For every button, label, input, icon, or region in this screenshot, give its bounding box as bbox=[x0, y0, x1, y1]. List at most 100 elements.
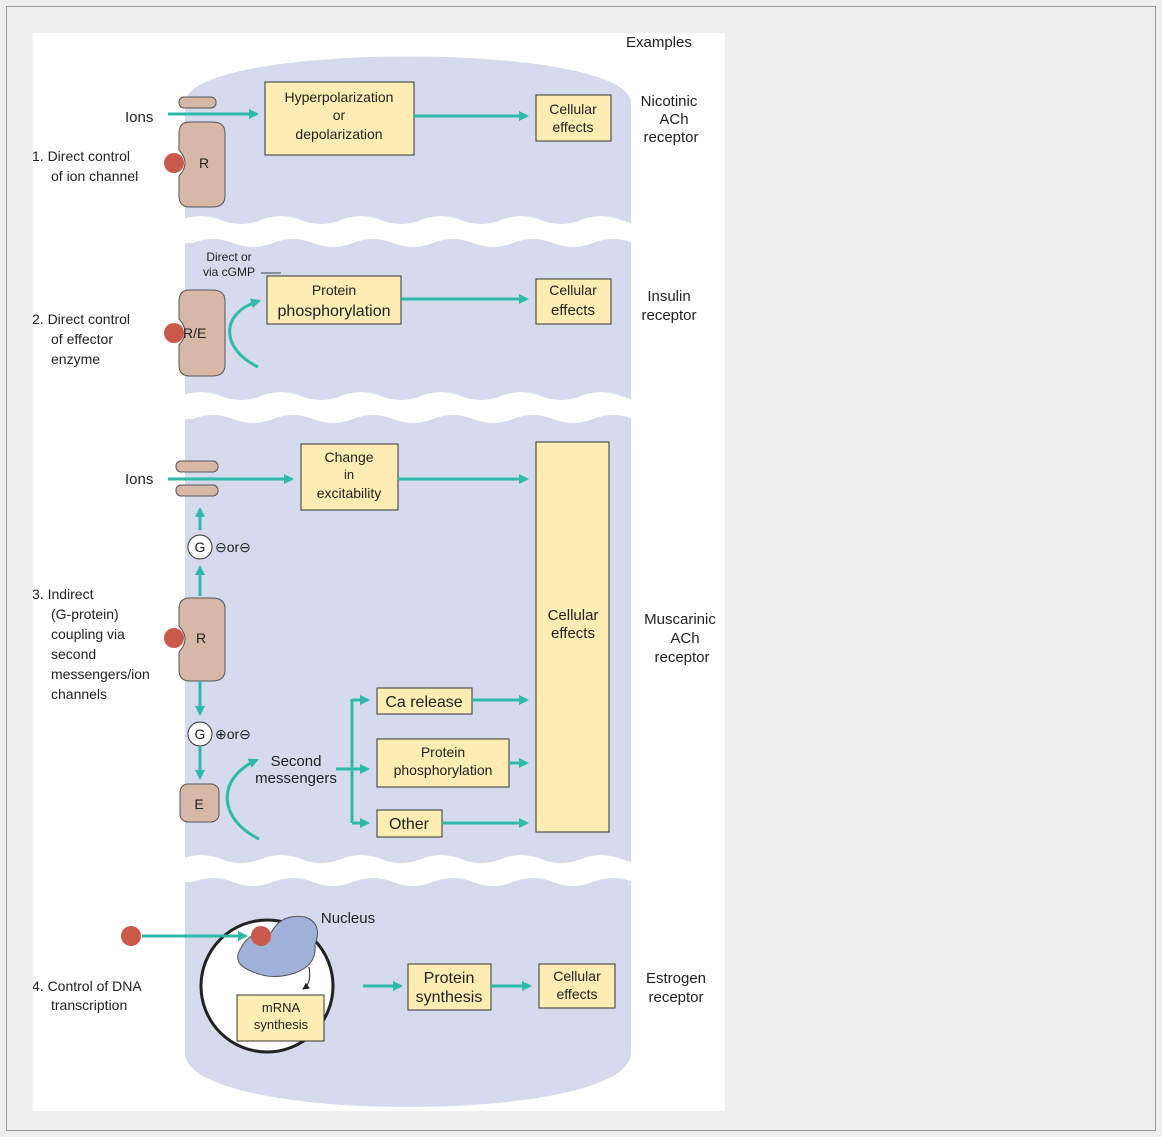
box-cellular-effects-2-line-1: Cellular bbox=[549, 282, 597, 298]
arrow-curve-3 bbox=[225, 758, 260, 841]
nucleus-label: Nucleus bbox=[321, 910, 375, 927]
box-change-excitability bbox=[300, 443, 399, 511]
box-hyperpolarization-line-2: or bbox=[333, 107, 346, 123]
box-cellular-effects-4 bbox=[538, 963, 616, 1009]
g-bottom-signs: ⊕or⊖ bbox=[215, 726, 251, 742]
box-hyperpolarization-line-3: depolarization bbox=[295, 126, 382, 142]
g-top-signs: ⊖or⊖ bbox=[215, 539, 251, 555]
box-cellular-effects-4-line-2: effects bbox=[557, 986, 598, 1002]
section-3-ions-label: Ions bbox=[125, 471, 153, 488]
section-2: 2. Direct control of effector enzyme Dir… bbox=[33, 250, 697, 377]
box-other bbox=[376, 809, 443, 838]
box-protein-3-line-1: Protein bbox=[421, 744, 465, 760]
box-cellular-effects-3-line-2: effects bbox=[551, 625, 595, 642]
box-cellular-effects-1-line-1: Cellular bbox=[549, 101, 597, 117]
box-protein-phosphorylation-2-line-2: phosphorylation bbox=[278, 303, 391, 320]
direct-note-line-1: Direct or bbox=[206, 250, 251, 264]
example-1-line-3: receptor bbox=[643, 129, 698, 146]
separator-1 bbox=[181, 216, 661, 247]
section-4: 4. Control of DNA transcription Nucleus … bbox=[33, 910, 706, 1054]
section-1-label-line-2: of ion channel bbox=[51, 168, 138, 184]
section-4-label-line-1: 4. Control of DNA bbox=[33, 978, 142, 994]
box-protein-phosphorylation-3 bbox=[376, 738, 510, 788]
section-3: 3. Indirect (G-protein) coupling via sec… bbox=[33, 441, 716, 841]
diagram-canvas: Examples 1. Direct control of ion channe… bbox=[33, 34, 716, 1107]
ligand-4-outside bbox=[121, 926, 141, 946]
box-protein-synthesis-line-2: synthesis bbox=[416, 989, 483, 1006]
arrow-to-mrna bbox=[302, 966, 311, 990]
ion-channel-3-bottom bbox=[175, 484, 219, 497]
nuclear-receptor bbox=[237, 915, 318, 977]
box-cellular-effects-4-line-1: Cellular bbox=[553, 968, 601, 984]
box-protein-3-line-2: phosphorylation bbox=[394, 762, 493, 778]
example-2-line-1: Insulin bbox=[647, 288, 690, 305]
box-protein-phosphorylation-2-line-1: Protein bbox=[312, 282, 356, 298]
section-1-label-line-1: 1. Direct control bbox=[33, 148, 130, 164]
box-protein-phosphorylation-2 bbox=[266, 275, 402, 325]
example-3-line-3: receptor bbox=[654, 649, 709, 666]
box-protein-synthesis bbox=[407, 963, 492, 1011]
example-1-line-2: ACh bbox=[659, 111, 688, 128]
signaling-diagram: Examples 1. Direct control of ion channe… bbox=[33, 33, 725, 1111]
ion-channel-top bbox=[178, 96, 217, 109]
ligand-2 bbox=[164, 323, 184, 343]
g-protein-bottom-label: G bbox=[195, 726, 206, 742]
box-other-label: Other bbox=[389, 816, 430, 833]
receptor-re bbox=[178, 289, 226, 377]
section-3-label-line-6: channels bbox=[51, 686, 107, 702]
box-change-line-3: excitability bbox=[317, 485, 382, 501]
section-3-label-line-5: messengers/ion bbox=[51, 666, 150, 682]
receptor-r-1 bbox=[178, 121, 226, 208]
section-3-label-line-1: 3. Indirect bbox=[33, 586, 94, 602]
receptor-r-3-label: R bbox=[196, 630, 206, 646]
section-2-label-line-2: of effector bbox=[51, 331, 113, 347]
section-1: 1. Direct control of ion channel Ions R … bbox=[33, 81, 699, 208]
separator-3 bbox=[181, 855, 661, 886]
ligand-1 bbox=[164, 153, 184, 173]
box-hyperpolarization bbox=[264, 81, 415, 156]
section-1-ions-label: Ions bbox=[125, 109, 153, 126]
arrow-curve-2 bbox=[228, 298, 261, 369]
box-cellular-effects-3 bbox=[535, 441, 610, 833]
ligand-4-bound bbox=[251, 926, 271, 946]
box-mrna-line-2: synthesis bbox=[254, 1017, 309, 1032]
section-4-label-line-2: transcription bbox=[51, 997, 127, 1013]
example-1-line-1: Nicotinic bbox=[641, 93, 698, 110]
example-4-line-1: Estrogen bbox=[646, 970, 706, 987]
receptor-re-label: R/E bbox=[183, 325, 206, 341]
effector-e bbox=[179, 783, 220, 823]
section-2-label-line-3: enzyme bbox=[51, 351, 100, 367]
box-mrna-line-1: mRNA bbox=[262, 1000, 301, 1015]
separator-2 bbox=[181, 392, 661, 423]
section-3-label-line-4: second bbox=[51, 646, 96, 662]
section-2-label-line-1: 2. Direct control bbox=[33, 311, 130, 327]
box-cellular-effects-1 bbox=[535, 94, 612, 142]
example-4-line-2: receptor bbox=[648, 989, 703, 1006]
example-3-line-2: ACh bbox=[670, 630, 699, 647]
g-protein-top-label: G bbox=[195, 539, 206, 555]
box-cellular-effects-1-line-2: effects bbox=[553, 119, 594, 135]
box-ca-release-label: Ca release bbox=[385, 694, 462, 711]
second-messengers-line-1: Second bbox=[271, 753, 322, 770]
box-change-line-2: in bbox=[344, 467, 354, 482]
examples-heading: Examples bbox=[626, 34, 692, 51]
box-protein-synthesis-line-1: Protein bbox=[424, 970, 475, 987]
section-3-label-line-3: coupling via bbox=[51, 626, 125, 642]
box-cellular-effects-2-line-2: effects bbox=[551, 302, 595, 319]
box-mrna-synthesis bbox=[236, 994, 325, 1042]
effector-e-label: E bbox=[194, 796, 203, 812]
receptor-r-1-label: R bbox=[199, 155, 209, 171]
box-cellular-effects-2 bbox=[535, 278, 612, 325]
example-3-line-1: Muscarinic bbox=[644, 611, 716, 628]
ligand-3 bbox=[164, 628, 184, 648]
example-2-line-2: receptor bbox=[641, 307, 696, 324]
receptor-r-3 bbox=[178, 597, 226, 682]
ion-channel-3-top bbox=[175, 460, 219, 473]
box-hyperpolarization-line-1: Hyperpolarization bbox=[285, 89, 394, 105]
direct-note-line-2: via cGMP bbox=[203, 265, 255, 279]
second-messengers-line-2: messengers bbox=[255, 770, 337, 787]
g-protein-top bbox=[187, 534, 213, 560]
section-3-label-line-2: (G-protein) bbox=[51, 606, 119, 622]
box-cellular-effects-3-line-1: Cellular bbox=[548, 607, 599, 624]
box-change-line-1: Change bbox=[324, 449, 373, 465]
